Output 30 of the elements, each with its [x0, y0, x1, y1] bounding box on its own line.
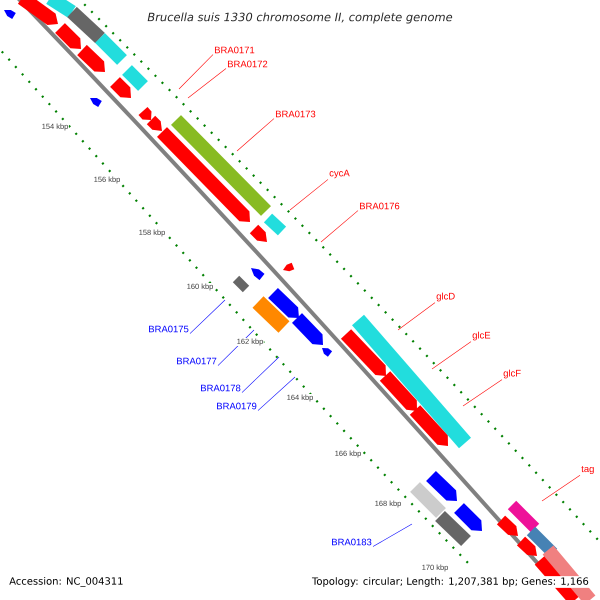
leader-line	[188, 68, 226, 98]
gene-label: BRA0176	[360, 202, 400, 210]
gene-label: tag	[581, 466, 594, 474]
footer-text: Accession: NC_004311	[9, 577, 123, 587]
title: Brucella suis 1330 chromosome II, complete genome	[148, 12, 452, 24]
leader-line	[320, 210, 358, 242]
leader-line	[432, 341, 472, 370]
gene-label: glcD	[436, 292, 455, 302]
leader-line	[290, 179, 328, 210]
gene-label: BRA0171	[214, 46, 254, 54]
gene-label: BRA0173	[276, 110, 316, 118]
gene-label: cycA	[330, 170, 350, 178]
gene-label: BRA0179	[217, 402, 256, 410]
gene-label: glcF	[504, 370, 521, 378]
gene-label: BRA0177	[177, 358, 216, 364]
footer-text: Topology: circular; Length: 1,207,381 bp; Genes: 1,166	[310, 576, 590, 588]
gene-label: glcE	[472, 332, 490, 340]
gene-label: BRA0183	[332, 538, 372, 546]
leader-line	[190, 300, 226, 334]
leader-line	[462, 379, 502, 406]
leader-line	[398, 302, 436, 330]
leader-line	[178, 54, 214, 90]
leader-line	[542, 474, 580, 502]
leader-line	[372, 524, 412, 547]
gene-label: BRA0175	[149, 326, 188, 332]
gene-label: BRA0178	[201, 384, 240, 392]
leader-line	[242, 356, 280, 393]
gene-label: BRA0172	[228, 60, 268, 68]
leader-line	[236, 118, 274, 152]
leader-line	[258, 376, 296, 411]
